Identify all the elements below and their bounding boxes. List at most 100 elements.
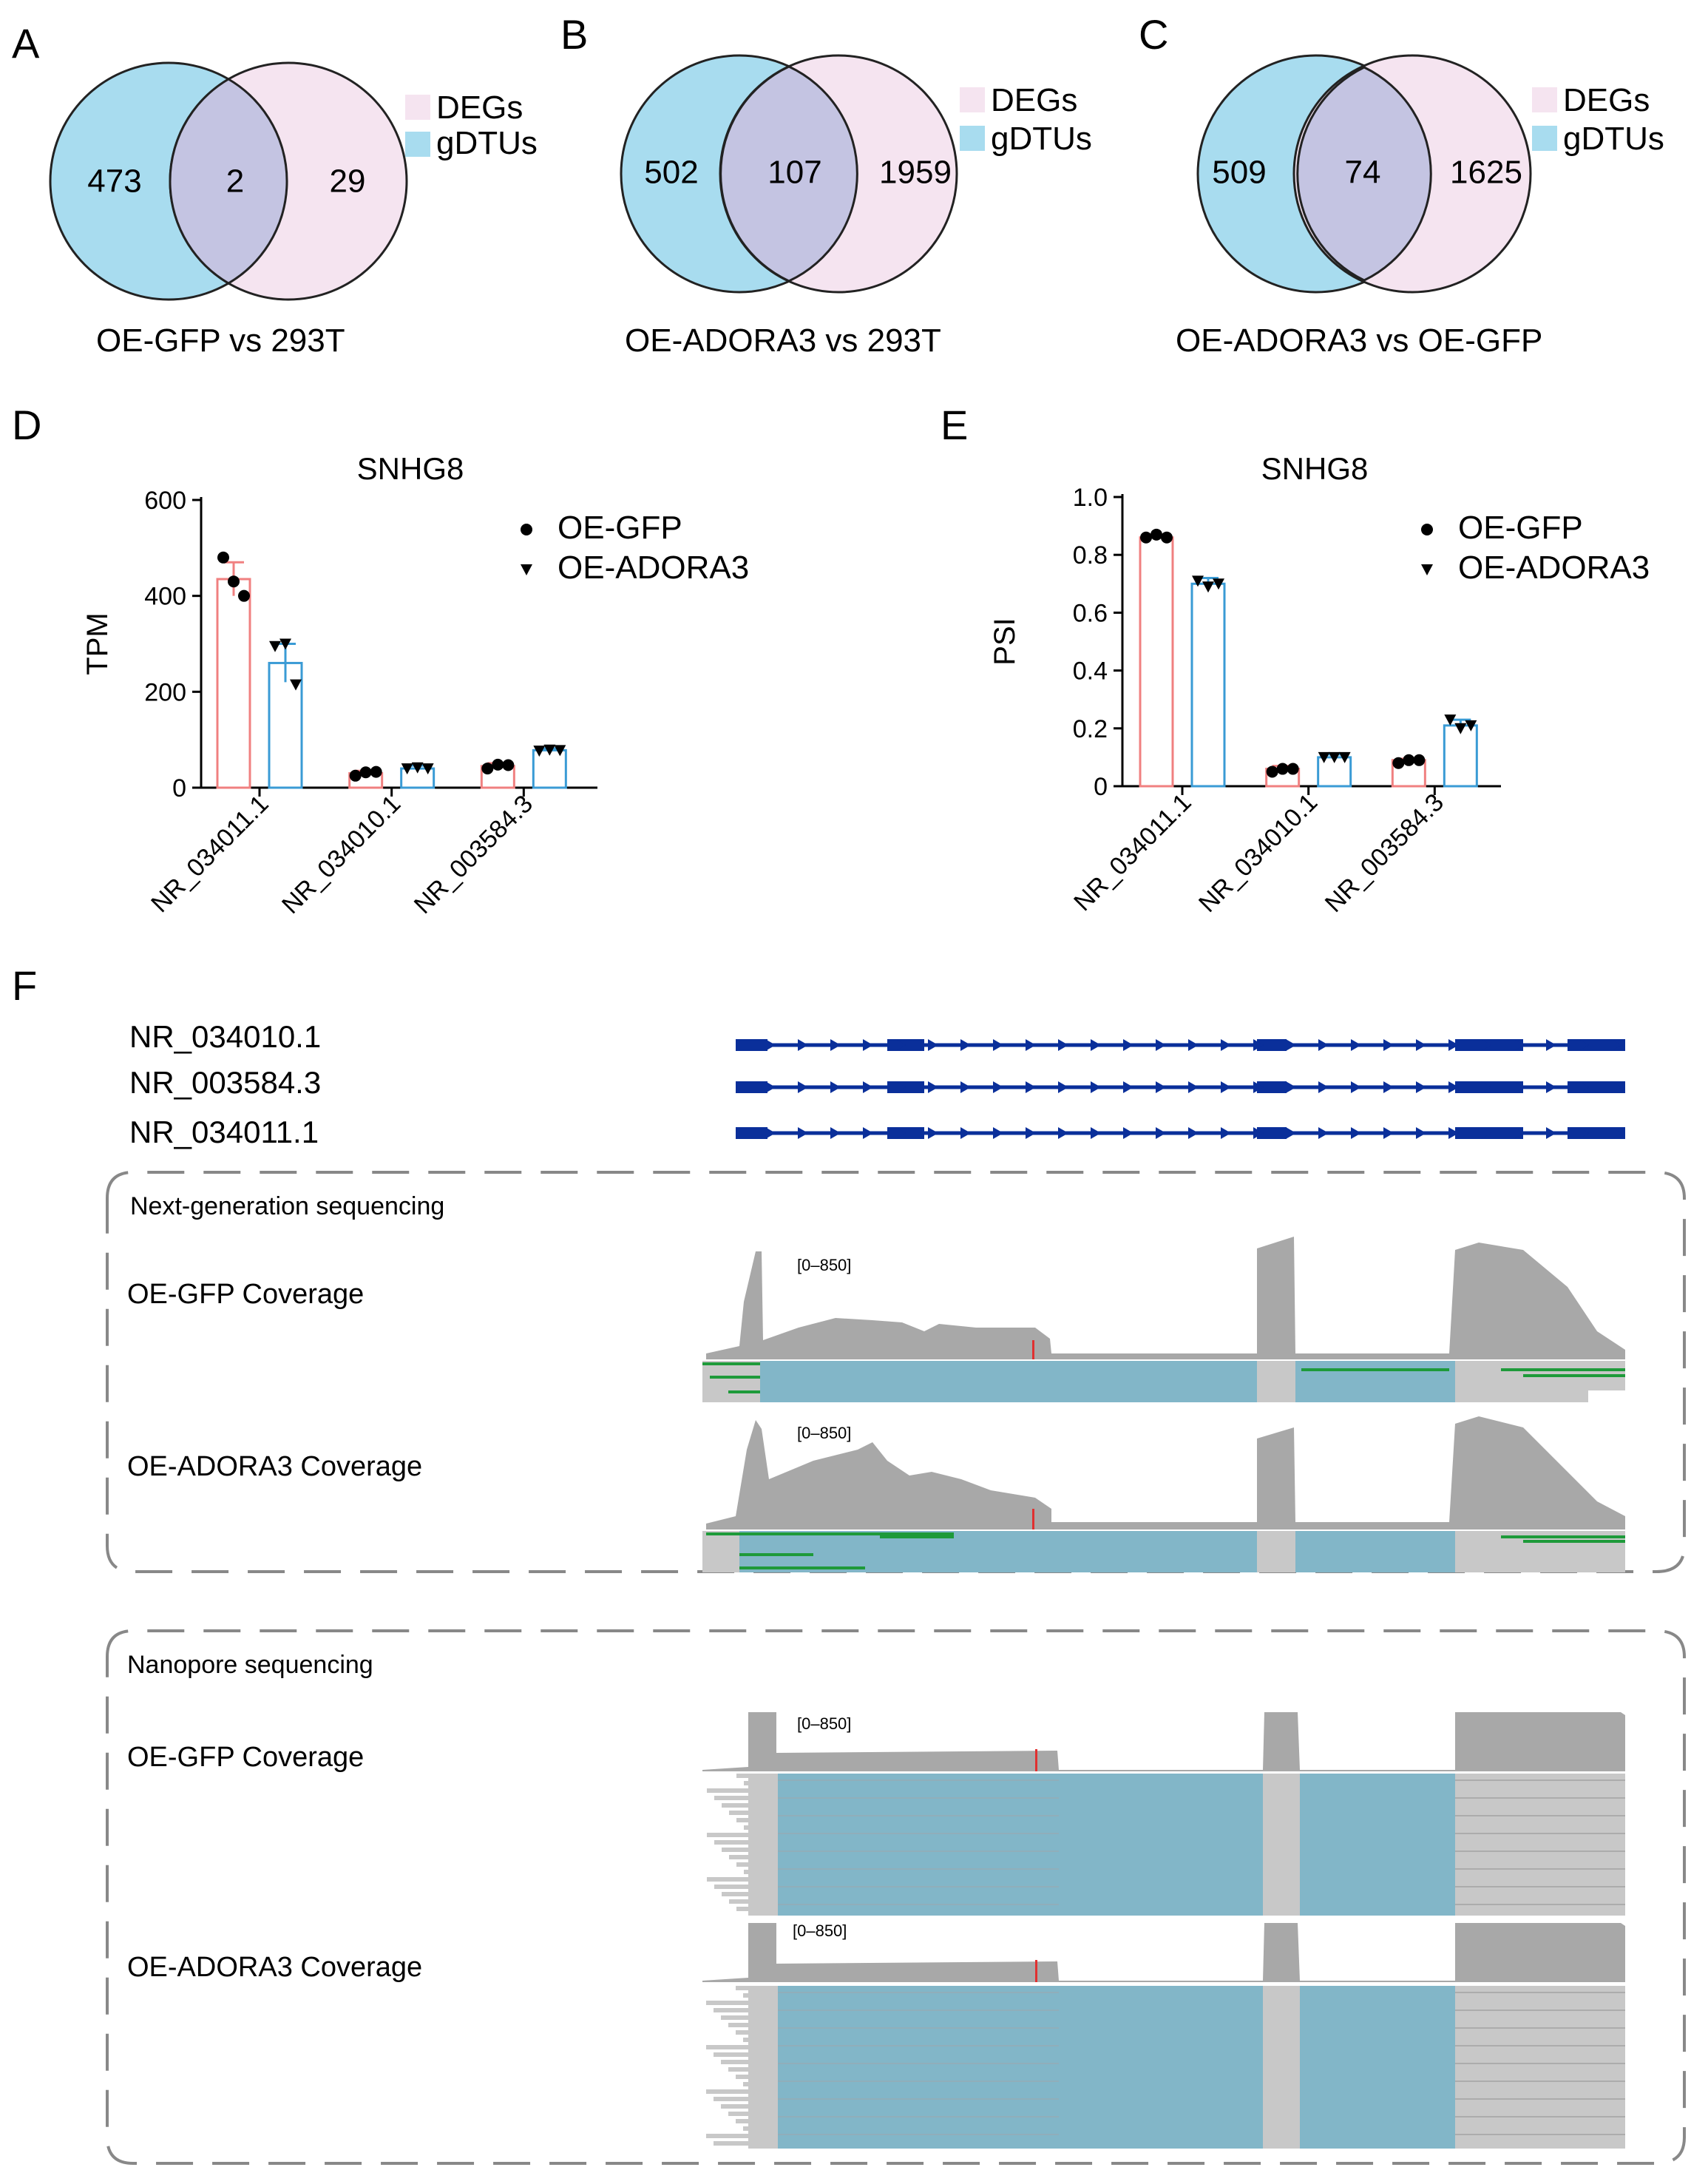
nanopore-dashed-box: [106, 1629, 1686, 2165]
nano-gfp-coverage-label: OE-GFP Coverage: [127, 1742, 364, 1773]
strand-arrow: [830, 1081, 841, 1093]
nano-gfp-reads-block: [1059, 1774, 1263, 1916]
nano-adora3-read-line: [778, 2045, 1059, 2046]
legend-marker: [1421, 564, 1433, 575]
nano-gfp-read-stub: [729, 1811, 748, 1815]
strand-arrow: [928, 1039, 938, 1051]
data-point: [502, 759, 515, 771]
venn-c-overlap-count: 74: [1345, 155, 1381, 191]
y-axis-label: TPM: [81, 612, 114, 675]
y-tick-label: 400: [144, 583, 186, 611]
strand-arrow: [895, 1127, 906, 1139]
ngs-adora3-read-green: [739, 1566, 865, 1569]
data-point: [1454, 723, 1467, 734]
nano-gfp-read-line: [778, 1779, 1059, 1781]
venn-c-legend-gdtus: gDTUs: [1563, 121, 1664, 157]
data-point: [1287, 763, 1299, 775]
ngs-adora3-read-green: [1501, 1535, 1625, 1538]
nano-adora3-read-stub: [721, 2060, 748, 2064]
data-point: [1150, 528, 1162, 541]
nano-gfp-read-stub: [722, 1803, 748, 1808]
y-tick-label: 0.4: [1073, 658, 1108, 686]
strand-arrow: [1188, 1039, 1199, 1051]
strand-arrow: [1091, 1127, 1101, 1139]
legend-marker: [521, 524, 532, 535]
strand-arrow: [830, 1039, 841, 1051]
nanopore-coverage-tracks: [702, 1712, 1625, 2149]
strand-arrow: [1481, 1081, 1491, 1093]
strand-arrow: [798, 1081, 808, 1093]
strand-arrow: [1448, 1081, 1459, 1093]
y-tick-label: 0.6: [1073, 599, 1108, 627]
data-point: [1328, 751, 1341, 763]
ngs-adora3-coverage-area: [706, 1416, 1625, 1530]
venn-c-left-count: 509: [1212, 155, 1266, 191]
ngs-adora3-range: [0–850]: [797, 1424, 851, 1442]
nano-adora3-read-line: [778, 2116, 1059, 2117]
nanopore-section-title: Nanopore sequencing: [127, 1651, 373, 1679]
strand-arrow: [765, 1081, 776, 1093]
ngs-gfp-range: [0–850]: [797, 1256, 851, 1274]
strand-arrow: [1026, 1039, 1036, 1051]
ngs-adora3-read-green: [1523, 1540, 1625, 1543]
x-tick-label: NR_003584.3: [409, 790, 538, 919]
strand-arrow: [1253, 1127, 1264, 1139]
strand-arrow: [1481, 1127, 1491, 1139]
y-tick-label: 0.8: [1073, 541, 1108, 569]
bar: [216, 578, 251, 789]
venn-a: A 473 2 29 DEGs gDTUs OE-GFP vs 293T: [12, 20, 538, 359]
ngs-adora3-reads-gray: [1257, 1531, 1295, 1572]
nano-adora3-red-marker: [1035, 1960, 1037, 1982]
legend-marker: [1421, 524, 1433, 535]
venn-a-legend-degs-swatch: [405, 95, 430, 120]
data-point: [411, 762, 424, 774]
venn-c-legend-degs-swatch: [1532, 87, 1557, 112]
x-tick-label: NR_034010.1: [277, 790, 406, 919]
strand-arrow: [1318, 1127, 1329, 1139]
nano-gfp-read-stub: [736, 1907, 748, 1911]
data-point: [1192, 575, 1204, 587]
x-tick-label: NR_034011.1: [1068, 788, 1196, 916]
strand-arrow: [1253, 1081, 1264, 1093]
strand-arrow: [1351, 1039, 1361, 1051]
nano-gfp-red-marker: [1035, 1749, 1037, 1771]
venn-a-legend-gdtus-swatch: [405, 132, 430, 157]
strand-arrow: [960, 1127, 971, 1139]
data-point: [1338, 751, 1351, 763]
nano-gfp-read-stub: [707, 1833, 748, 1837]
strand-arrow: [1286, 1081, 1296, 1093]
x-tick-label: NR_034011.1: [146, 790, 274, 918]
ngs-gfp-reads-gray: [702, 1361, 760, 1402]
data-point: [1140, 531, 1152, 544]
nano-adora3-read-stub: [706, 2045, 748, 2049]
data-point: [1266, 765, 1278, 778]
strand-arrow: [1546, 1081, 1556, 1093]
nano-adora3-read-line: [1455, 2098, 1625, 2100]
nano-adora3-read-stub: [706, 2089, 748, 2094]
nano-adora3-read-stub: [736, 2075, 748, 2079]
strand-arrow: [1058, 1081, 1068, 1093]
nano-gfp-read-stub: [722, 1848, 748, 1852]
strand-arrow: [765, 1039, 776, 1051]
panel-letter-f: F: [12, 962, 37, 1009]
venn-a-overlap-count: 2: [226, 163, 244, 200]
data-point: [349, 769, 362, 782]
legend-label: OE-GFP: [558, 510, 682, 546]
strand-arrow: [1253, 1039, 1264, 1051]
ngs-gfp-coverage-label: OE-GFP Coverage: [127, 1279, 364, 1310]
x-tick-label: NR_034010.1: [1193, 788, 1323, 918]
nano-adora3-read-stub: [728, 2112, 748, 2116]
data-point: [481, 763, 494, 775]
data-point: [269, 640, 281, 652]
venn-b-legend-gdtus: gDTUs: [991, 121, 1092, 157]
nano-adora3-read-line: [1455, 2045, 1625, 2046]
strand-arrow: [1351, 1081, 1361, 1093]
nano-adora3-read-stub: [743, 1993, 748, 1998]
ngs-gfp-read-green: [1523, 1374, 1625, 1377]
venn-c-legend-gdtus-swatch: [1532, 126, 1557, 151]
nano-gfp-range: [0–850]: [797, 1714, 851, 1733]
nano-gfp-read-line: [1455, 1868, 1625, 1870]
nano-gfp-read-stub: [736, 1818, 748, 1822]
strand-arrow: [1123, 1039, 1133, 1051]
